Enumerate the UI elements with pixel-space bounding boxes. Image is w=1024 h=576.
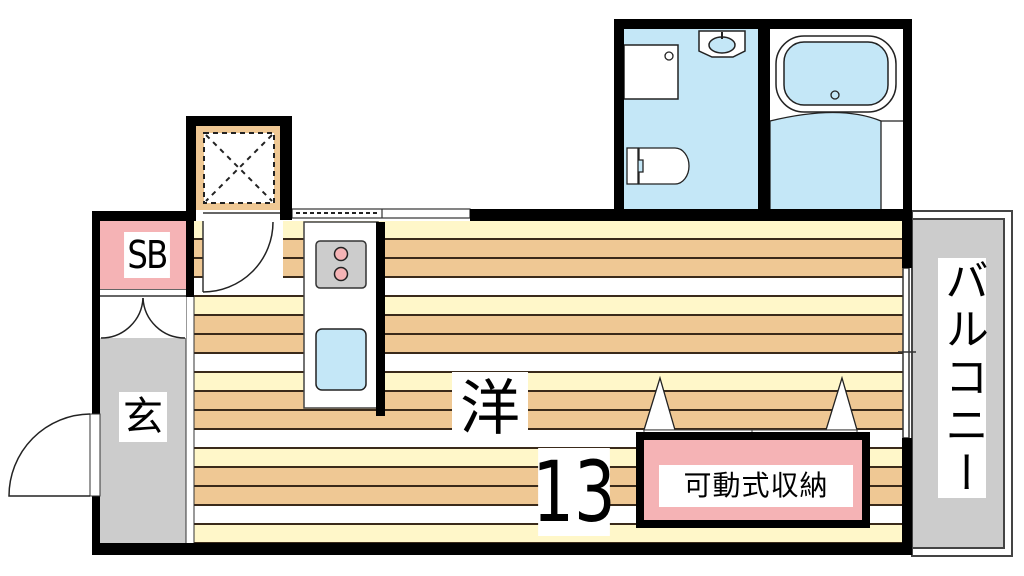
kitchen <box>303 221 385 416</box>
washing-machine-pan-icon <box>196 126 280 210</box>
shoe-box-label: SB <box>124 232 170 278</box>
sliding-door-icon <box>291 208 471 219</box>
room-size-label: 13 <box>532 443 616 541</box>
closet-double-door-icon <box>100 288 186 339</box>
western-room-label: 洋 <box>452 372 528 446</box>
kitchen-sink-icon <box>315 328 367 391</box>
bathroom <box>769 29 903 212</box>
stove-burners-icon <box>315 240 367 289</box>
interior-door-swing-icon <box>202 212 283 293</box>
bathtub-icon <box>775 35 897 113</box>
walls <box>92 19 912 555</box>
washing-machine-space-icon <box>623 44 679 100</box>
balcony-label: バルコニー <box>937 258 988 498</box>
entrance-label: 玄 <box>119 392 167 442</box>
wash-basin-icon <box>698 30 746 58</box>
toilet-washroom <box>623 29 758 211</box>
toilet-icon <box>626 147 690 185</box>
movable-storage-label: 可動式収納 <box>659 465 853 507</box>
entrance-door-swing-icon <box>8 413 101 497</box>
